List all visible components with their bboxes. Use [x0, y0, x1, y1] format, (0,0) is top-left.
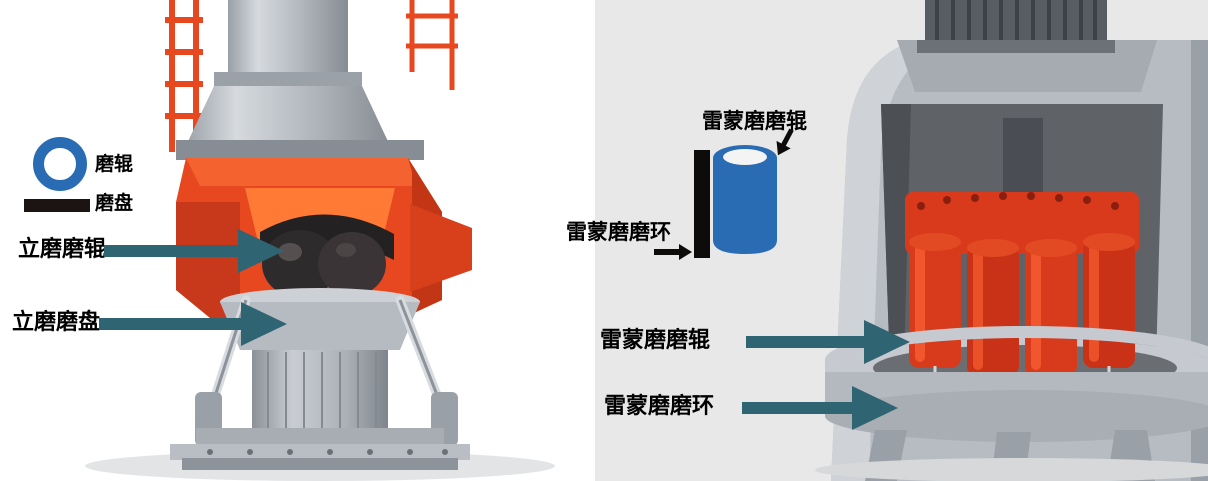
- legend-roller-label: 磨辊: [95, 153, 134, 175]
- legend-disc-label: 磨盘: [95, 192, 134, 214]
- legend-raymond-roller-label: 雷蒙磨磨辊: [702, 109, 807, 133]
- callout-vertical-mill-roller-label: 立磨磨辊: [18, 237, 107, 262]
- vertical-mill-image: [85, 0, 555, 481]
- callout-arrow-vertical-roller: [104, 229, 284, 273]
- callout-raymond-roller-label: 雷蒙磨磨辊: [600, 328, 711, 353]
- legend-raymond-ring-pointer-arrow-icon: [654, 244, 692, 260]
- legend-raymond-roller-cylinder-icon: [713, 145, 777, 254]
- callout-arrow-vertical-disc: [99, 302, 287, 346]
- callout-raymond-ring-label: 雷蒙磨磨环: [604, 394, 715, 419]
- callout-arrow-raymond-ring: [742, 386, 898, 430]
- legend-roller-ring-icon: [33, 137, 87, 191]
- legend-raymond-ring-label: 雷蒙磨磨环: [566, 220, 671, 244]
- legend-raymond-ring-bar-icon: [694, 150, 710, 258]
- legend-raymond-roller-pointer-arrow-icon: [776, 128, 794, 156]
- callout-arrow-raymond-roller: [746, 320, 910, 364]
- legend-disc-bar-icon: [24, 199, 90, 212]
- raymond-mill-image: [595, 0, 1208, 481]
- callout-vertical-mill-disc-label: 立磨磨盘: [12, 310, 101, 335]
